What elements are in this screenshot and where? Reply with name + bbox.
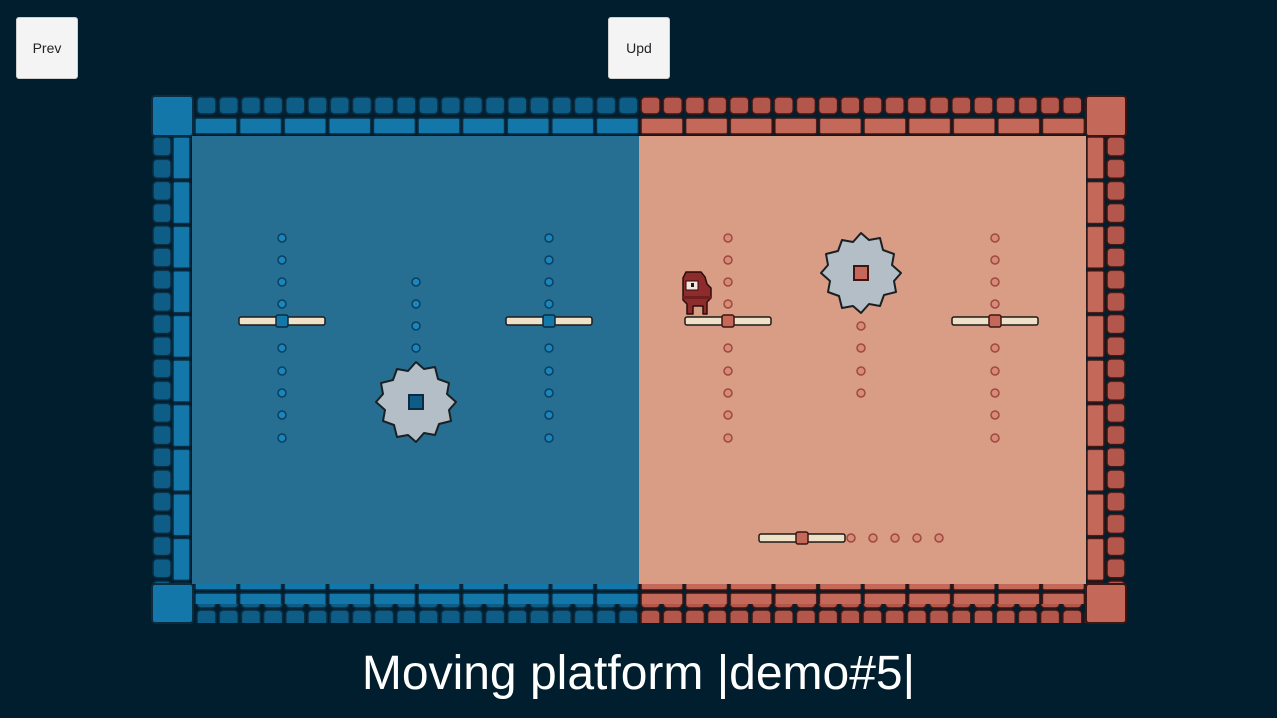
path-dots-blue-right <box>544 233 554 443</box>
upd-button[interactable]: Upd <box>608 17 670 79</box>
bottom-wall <box>194 584 1086 623</box>
blue-room-background <box>192 136 639 584</box>
corner-block-top-right <box>1085 95 1127 137</box>
spinning-saw-blade-icon <box>375 361 457 443</box>
spinning-saw-blade-icon <box>820 232 902 314</box>
path-dots-red-bottom <box>846 533 944 543</box>
right-wall <box>1086 136 1126 584</box>
moving-platform-icon <box>238 314 326 328</box>
path-dots-blue-left <box>277 233 287 443</box>
prev-button[interactable]: Prev <box>16 17 78 79</box>
moving-platform-icon <box>505 314 593 328</box>
path-dots-red-middle <box>856 321 866 398</box>
path-dots-red-left <box>723 233 733 443</box>
path-dots-red-right <box>990 233 1000 443</box>
red-room-background <box>639 136 1086 584</box>
demo-caption: Moving platform |demo#5| <box>361 647 916 700</box>
left-wall <box>152 136 192 584</box>
hooded-red-character-icon <box>682 271 712 315</box>
top-wall <box>194 96 1086 136</box>
path-dots-blue-middle <box>411 277 421 353</box>
moving-platform-icon <box>951 314 1039 328</box>
corner-block-bottom-right <box>1085 583 1127 624</box>
corner-block-bottom-left <box>151 583 194 624</box>
moving-platform-icon <box>684 314 772 328</box>
moving-platform-icon <box>758 531 846 545</box>
corner-block-top-left <box>151 95 194 137</box>
